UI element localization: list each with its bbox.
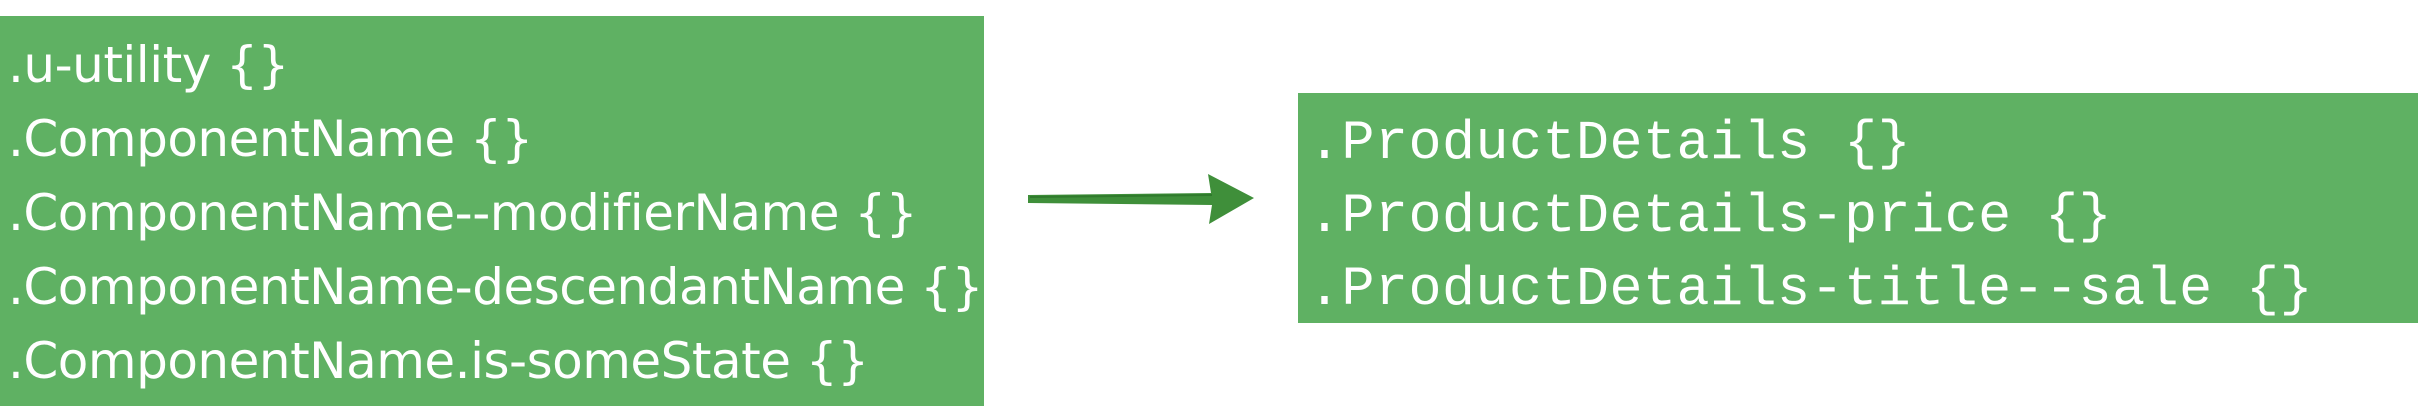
code-line: .u-utility {}	[8, 36, 289, 94]
right-arrow-icon	[1028, 174, 1254, 224]
code-line: .ComponentName-descendantName {}	[8, 258, 983, 316]
naming-convention-panel: .u-utility {} .ComponentName {} .Compone…	[0, 16, 984, 406]
code-line: .ComponentName {}	[8, 110, 533, 168]
code-line: .ComponentName--modifierName {}	[8, 184, 918, 242]
code-line: .ComponentName.is-someState {}	[8, 332, 869, 390]
code-line: .ProductDetails-price {}	[1308, 185, 2113, 248]
example-panel: .ProductDetails {} .ProductDetails-price…	[1298, 93, 2418, 323]
code-line: .ProductDetails {}	[1308, 112, 1912, 175]
code-line: .ProductDetails-title--sale {}	[1308, 258, 2314, 321]
